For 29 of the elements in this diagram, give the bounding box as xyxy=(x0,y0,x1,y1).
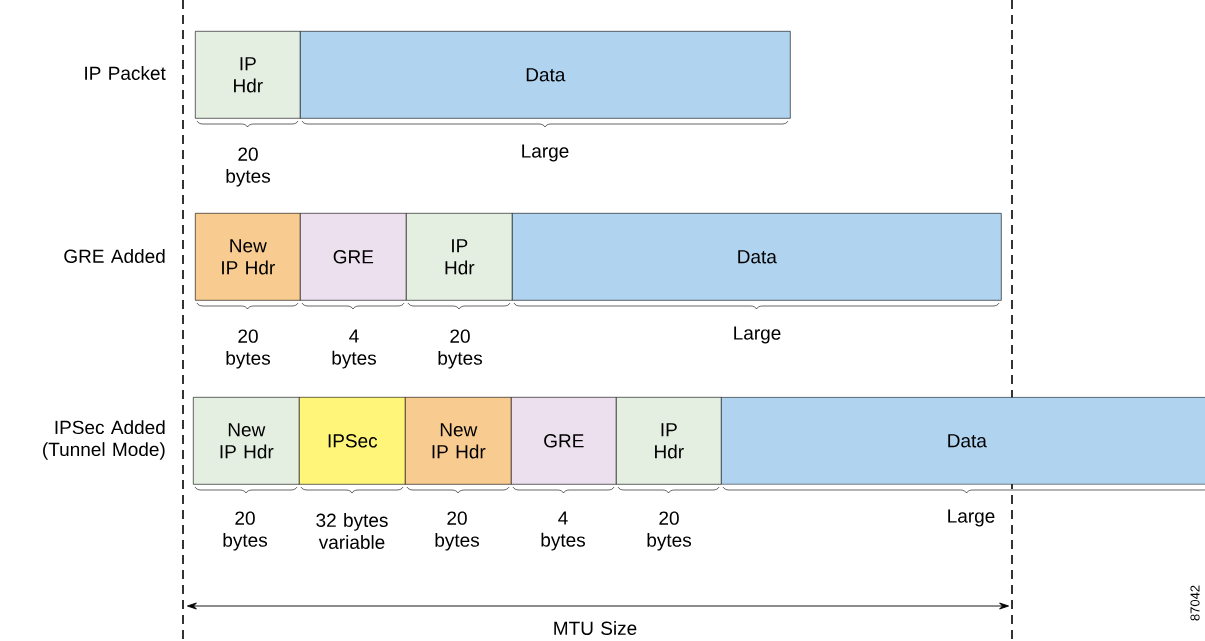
size-label: MTU Size xyxy=(554,621,637,635)
size-label: 20 bytes xyxy=(438,329,482,369)
packet-field-box: GRE xyxy=(511,397,617,485)
packet-field-box: Data xyxy=(721,397,1205,485)
size-label: 4 bytes xyxy=(541,511,585,551)
size-label: 20 bytes xyxy=(226,329,270,369)
row-label: IP Packet xyxy=(85,66,166,80)
size-label: 20 bytes xyxy=(223,511,267,551)
packet-field-box: Data xyxy=(300,31,791,119)
size-label: Large xyxy=(522,144,569,162)
size-label: Large xyxy=(734,326,781,344)
packet-field-box: New IP Hdr xyxy=(405,397,512,485)
packet-field-box: New IP Hdr xyxy=(193,397,300,485)
size-label: Large xyxy=(948,509,995,527)
size-label: 32 bytes variable xyxy=(316,513,388,549)
packet-field-box: IP Hdr xyxy=(616,397,722,485)
size-label: 20 bytes xyxy=(435,511,479,551)
figure-number: 87042 xyxy=(1190,585,1200,621)
packet-field-box: GRE xyxy=(300,213,407,301)
packet-field-box: IP Hdr xyxy=(406,213,513,301)
size-label: 20 bytes xyxy=(226,147,270,187)
row-label: IPSec Added (Tunnel Mode) xyxy=(43,420,165,460)
packet-field-box: IP Hdr xyxy=(195,31,301,119)
size-label: 4 bytes xyxy=(332,329,376,369)
size-label: 20 bytes xyxy=(647,511,691,551)
packet-field-box: New IP Hdr xyxy=(195,213,301,301)
packet-field-box: IPSec xyxy=(299,397,406,485)
packet-field-box: Data xyxy=(512,213,1002,301)
row-label: GRE Added xyxy=(64,249,165,263)
